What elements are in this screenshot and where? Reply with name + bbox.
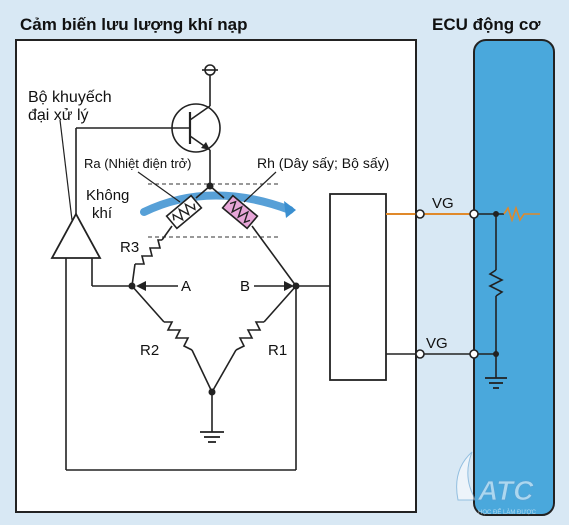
air-flow-arrow (140, 191, 294, 216)
wire-rh-nodeB (251, 225, 297, 287)
point-a-label: A (181, 278, 191, 295)
transistor-emitter-arrow (201, 142, 210, 150)
terminal-vg-top-sensor (415, 209, 425, 219)
ecu-input-resistor (503, 205, 540, 223)
resistor-r2 (164, 321, 193, 351)
terminal-vg-bottom-sensor (415, 349, 425, 359)
r3-label: R3 (120, 239, 139, 256)
transistor-collector (189, 105, 211, 121)
arrow-a-head (136, 281, 146, 291)
air-flow-arrow-head (284, 201, 296, 218)
air-label-line1: Không (86, 187, 129, 204)
amplifier-label-line1: Bộ khuyếch (28, 89, 112, 106)
wire-r2-bottom (191, 349, 213, 393)
sensor-title: Cảm biến lưu lượng khí nạp (20, 15, 248, 34)
vg-top-label: VG (432, 195, 454, 212)
wire-node-rh (209, 185, 225, 199)
ecu-pulldown-resistor (488, 269, 504, 297)
arrow-b-head (284, 281, 294, 291)
ecu-title: ECU động cơ (432, 15, 541, 34)
air-label-line2: khí (92, 205, 113, 222)
atc-logo: ATC HỌC ĐỂ LÀM ĐƯỢC (456, 451, 537, 516)
wire-r1-bottom (211, 349, 237, 393)
ra-thermistor (165, 194, 203, 230)
ra-label: Ra (Nhiệt điện trở) (84, 156, 192, 171)
ecu-block (473, 39, 555, 516)
atc-logo-text: ATC (477, 475, 534, 506)
atc-logo-swoosh (456, 451, 477, 501)
r1-label: R1 (268, 342, 287, 359)
terminal-vg-bottom-ecu (469, 349, 479, 359)
pointer-ra (137, 171, 181, 203)
wire-nodeA-r2 (131, 285, 165, 323)
wire-node-ra (195, 185, 211, 199)
wire-r3-nodeA (131, 263, 136, 287)
terminal-vg-top-ecu (469, 209, 479, 219)
ecu-ground-icon (485, 377, 507, 389)
signal-converter-box (329, 193, 387, 381)
rh-heater (221, 194, 259, 230)
resistor-r1 (235, 321, 264, 351)
pointer-amplifier (59, 119, 73, 221)
wire-ra-r3 (161, 225, 173, 241)
r2-label: R2 (140, 342, 159, 359)
vg-bottom-label: VG (426, 335, 448, 352)
rh-label: Rh (Dây sấy; Bộ sấy) (257, 155, 389, 171)
resistor-r3 (135, 239, 162, 265)
atc-logo-tagline: HỌC ĐỂ LÀM ĐƯỢC (478, 509, 537, 516)
amplifier-label-line2: đại xử lý (28, 107, 89, 124)
wire-nodeB-r1 (263, 285, 297, 323)
amplifier-triangle (50, 212, 102, 259)
pointer-rh (243, 171, 277, 203)
point-b-label: B (240, 278, 250, 295)
ground-icon (200, 431, 224, 443)
